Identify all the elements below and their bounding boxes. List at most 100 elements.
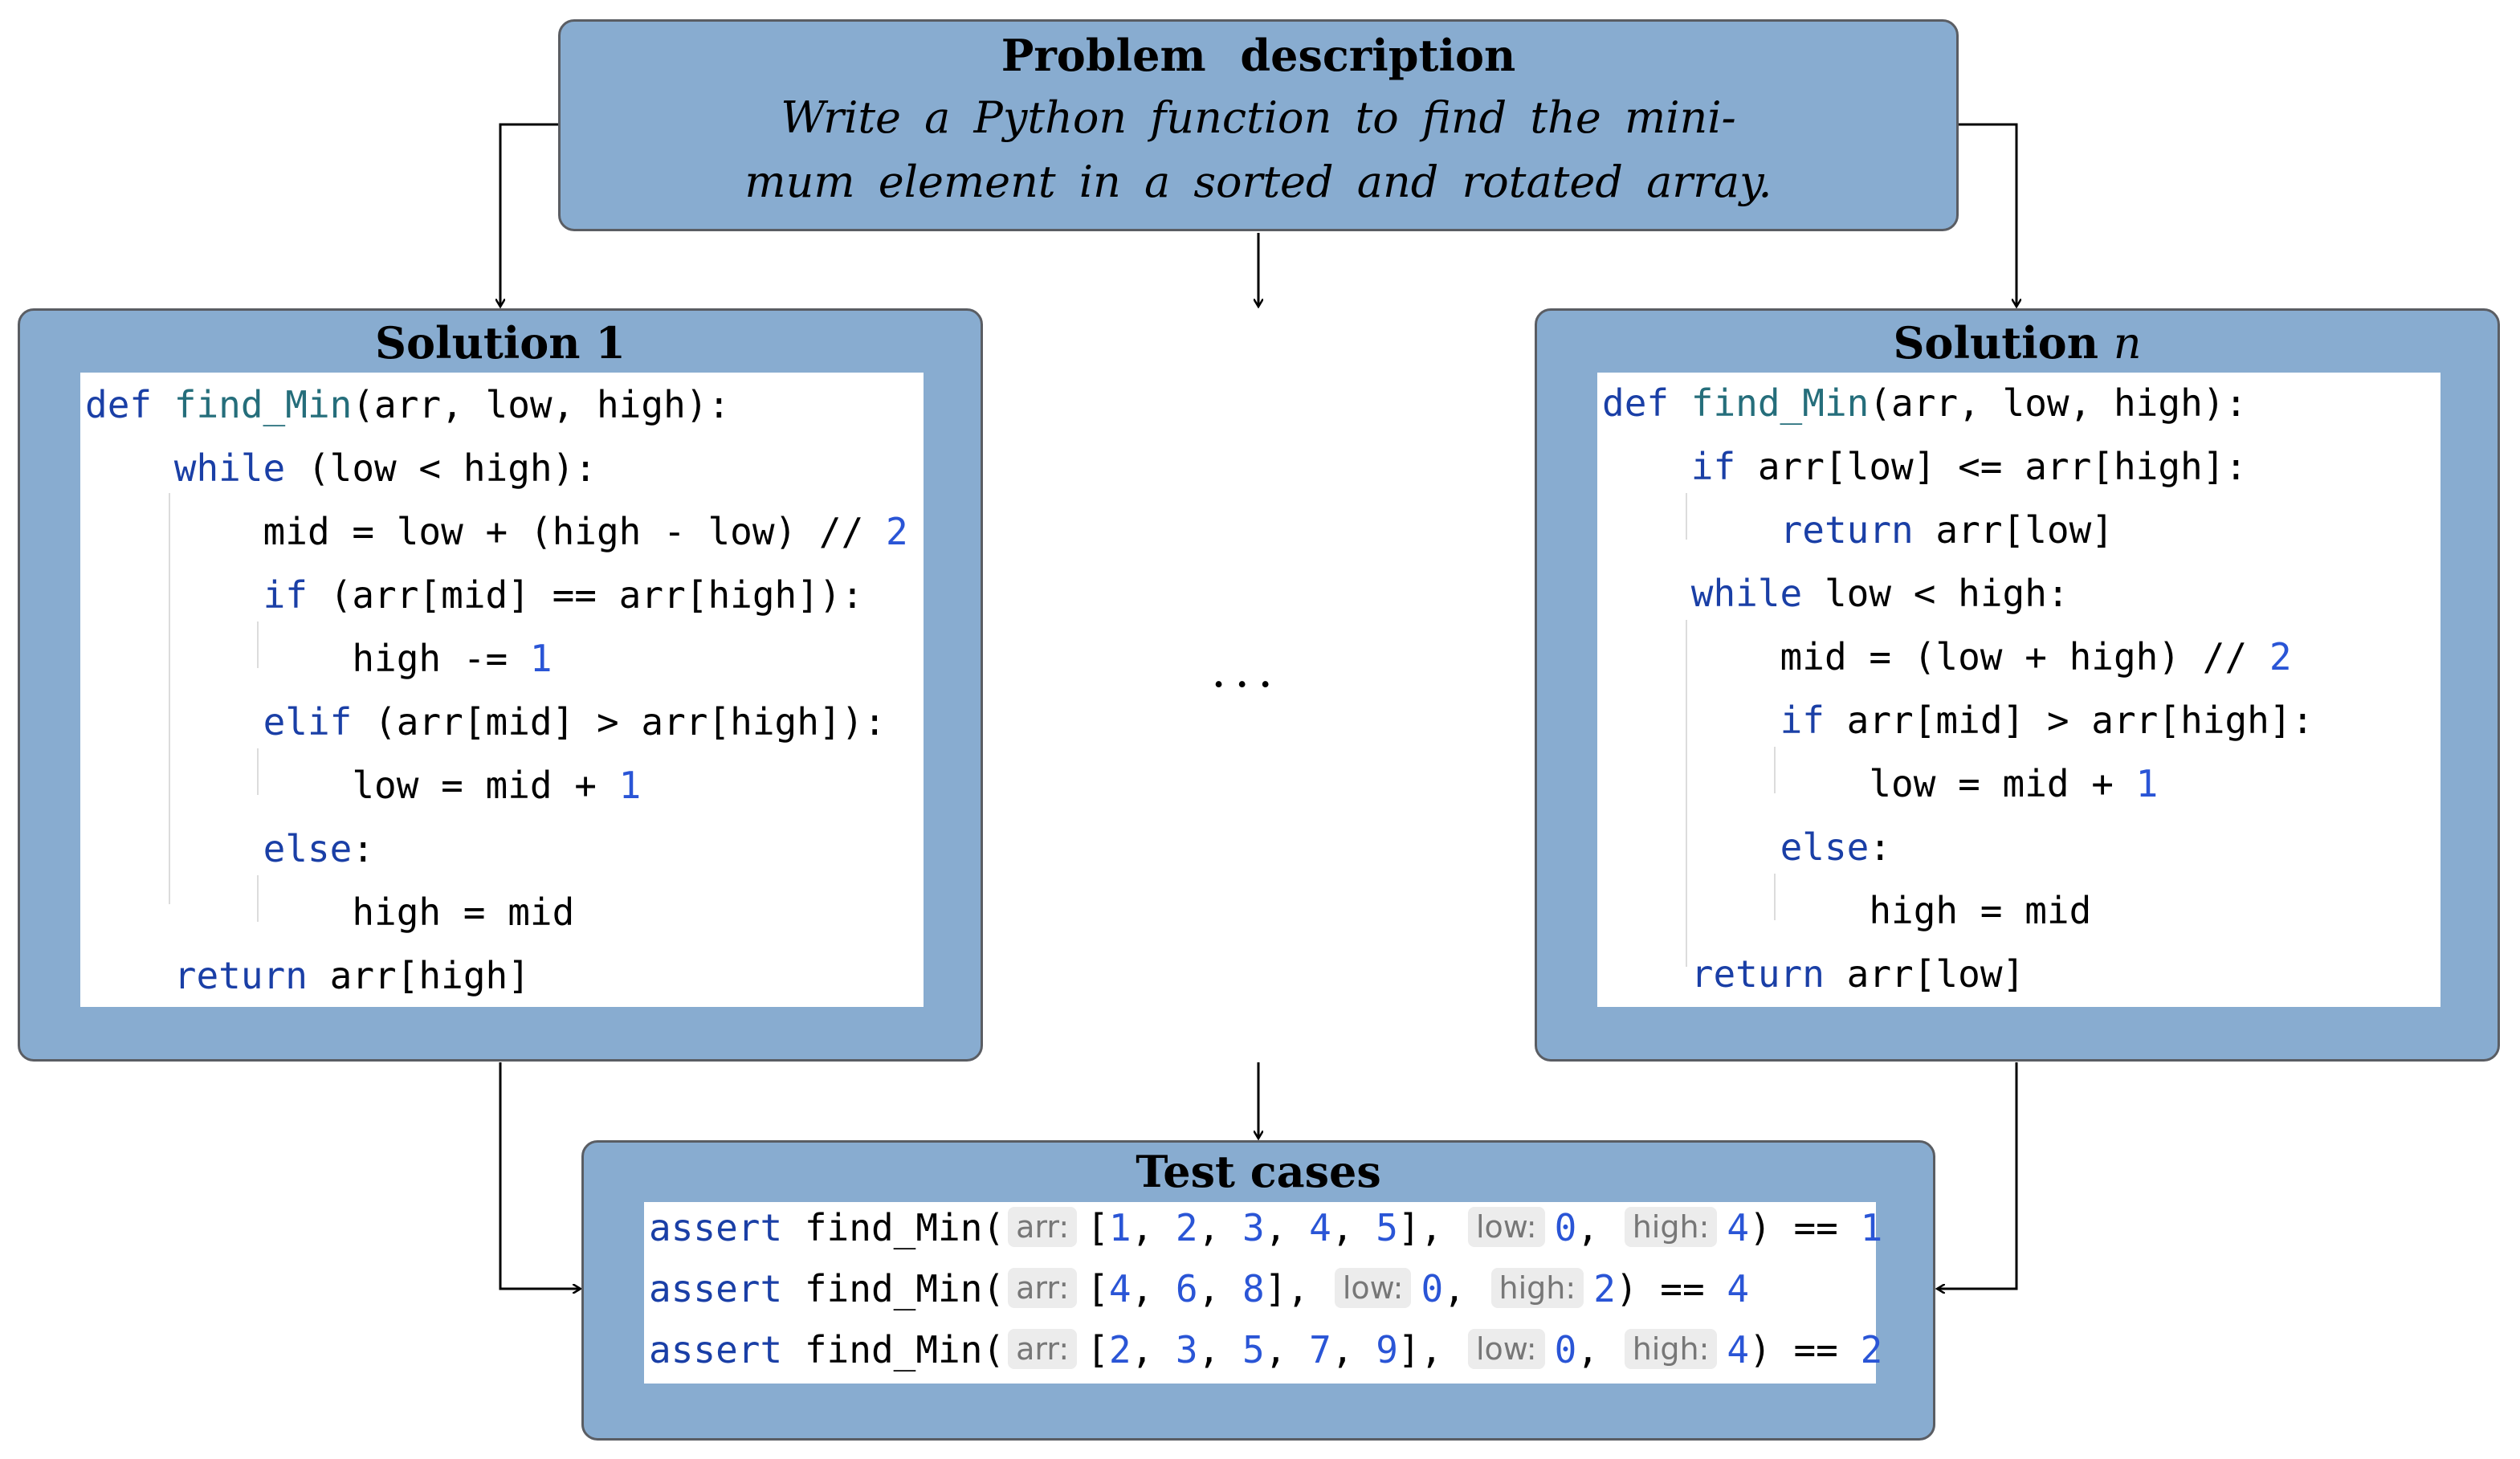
arrow-solution-n-to-tests: [1937, 1062, 2018, 1289]
code-token: ,: [1331, 1328, 1376, 1371]
code-line: assert find_Min(arr:[2, 3, 5, 7, 9], low…: [649, 1326, 1882, 1374]
code-token: high = mid: [1602, 889, 2092, 932]
code-token: 2: [1593, 1267, 1616, 1310]
code-token: ,: [1131, 1206, 1176, 1249]
code-token: 0: [1554, 1328, 1577, 1371]
code-line: high = mid: [1602, 886, 2091, 935]
code-token: assert: [649, 1267, 783, 1310]
code-line: if arr[low] <= arr[high]:: [1602, 442, 2247, 491]
code-token: return: [173, 954, 308, 997]
code-token: def: [85, 383, 174, 426]
code-token: high -=: [85, 637, 530, 680]
code-token: ,: [1131, 1267, 1176, 1310]
code-token: arr[low] <= arr[high]:: [1735, 445, 2248, 488]
code-token: ) ==: [1749, 1328, 1861, 1371]
code-token: [: [1087, 1206, 1109, 1249]
code-token: ,: [1576, 1328, 1621, 1371]
code-token: [85, 827, 263, 870]
code-token: 5: [1376, 1206, 1398, 1249]
code-token: [: [1087, 1328, 1109, 1371]
code-token: def: [1602, 381, 1691, 425]
test-cases-code: assert find_Min(arr:[1, 2, 3, 4, 5], low…: [644, 1202, 1882, 1384]
code-token: 0: [1554, 1206, 1577, 1249]
solution-1-box: Solution 1 def find_Min(arr, low, high):…: [18, 308, 983, 1062]
code-line: return arr[high]: [85, 952, 530, 1000]
param-hint: arr:: [1008, 1329, 1078, 1369]
code-token: 2: [1860, 1328, 1883, 1371]
solution-n-box: Solution n def find_Min(arr, low, high):…: [1535, 308, 2500, 1062]
code-line: if arr[mid] > arr[high]:: [1602, 696, 2314, 744]
code-token: (arr[mid] == arr[high]):: [307, 573, 864, 617]
code-token: (arr[mid] > arr[high]):: [352, 700, 887, 744]
code-line: else:: [1602, 823, 1891, 871]
solution-1-code: def find_Min(arr, low, high): while (low…: [80, 373, 924, 1007]
indent-guide: [1686, 620, 1687, 967]
code-token: arr[high]: [307, 954, 530, 997]
ellipsis: ...: [1211, 642, 1282, 699]
param-hint: low:: [1468, 1329, 1545, 1369]
code-line: return arr[low]: [1602, 950, 2025, 998]
code-token: [1602, 572, 1691, 615]
code-line: def find_Min(arr, low, high):: [1602, 379, 2247, 427]
code-token: assert: [649, 1328, 783, 1371]
code-token: else: [1780, 825, 1870, 869]
code-token: arr[low]: [1913, 508, 2114, 552]
code-token: (arr, low, high):: [352, 383, 731, 426]
code-token: [1602, 952, 1691, 996]
code-token: 1: [618, 764, 642, 807]
code-token: if: [1690, 445, 1736, 488]
code-token: ) ==: [1615, 1267, 1727, 1310]
code-token: find_Min: [173, 383, 353, 426]
code-token: while: [1690, 572, 1803, 615]
code-token: 2: [2269, 635, 2292, 679]
code-token: mid = low + (high - low) //: [85, 510, 886, 553]
code-token: find_Min(: [782, 1267, 1005, 1310]
code-token: find_Min(: [782, 1206, 1005, 1249]
code-token: 2: [886, 510, 908, 553]
code-line: while (low < high):: [85, 444, 597, 492]
code-token: ,: [1197, 1267, 1243, 1310]
code-token: 7: [1309, 1328, 1331, 1371]
test-cases-box: Test cases assert find_Min(arr:[1, 2, 3,…: [581, 1140, 1935, 1441]
solution-n-title-var: n: [2113, 318, 2142, 369]
problem-title: Problem description: [1001, 30, 1516, 81]
code-token: 4: [1309, 1206, 1331, 1249]
code-token: 1: [529, 637, 553, 680]
arrow-problem-to-solution-n: [1959, 123, 2016, 307]
indent-guide: [1774, 747, 1776, 793]
code-token: 8: [1242, 1267, 1265, 1310]
code-token: ],: [1264, 1267, 1331, 1310]
code-token: arr[mid] > arr[high]:: [1824, 699, 2314, 742]
param-hint: low:: [1468, 1207, 1545, 1247]
solution-n-title-prefix: Solution: [1893, 317, 2114, 369]
arrow-problem-to-solution1: [500, 123, 558, 307]
code-line: mid = (low + high) // 2: [1602, 633, 2292, 681]
code-token: [85, 446, 174, 490]
code-token: 2: [1108, 1328, 1132, 1371]
code-line: assert find_Min(arr:[4, 6, 8], low:0, hi…: [649, 1265, 1749, 1313]
code-token: while: [173, 446, 286, 490]
indent-guide: [169, 493, 170, 904]
indent-guide: [257, 622, 259, 668]
solution-n-title: Solution n: [1537, 317, 2498, 369]
code-token: [1602, 508, 1780, 552]
code-token: return: [1690, 952, 1825, 996]
code-token: ,: [1197, 1206, 1243, 1249]
code-token: low = mid +: [85, 764, 619, 807]
param-hint: arr:: [1008, 1268, 1078, 1308]
code-token: ,: [1131, 1328, 1176, 1371]
code-token: 4: [1727, 1206, 1750, 1249]
code-line: low = mid + 1: [1602, 760, 2158, 808]
code-token: ,: [1443, 1267, 1488, 1310]
code-token: [: [1087, 1267, 1109, 1310]
test-cases-title: Test cases: [1136, 1146, 1381, 1197]
code-token: (arr, low, high):: [1869, 381, 2248, 425]
code-token: 3: [1175, 1328, 1198, 1371]
code-token: 1: [1860, 1206, 1883, 1249]
code-token: ,: [1264, 1206, 1310, 1249]
code-token: [1602, 699, 1780, 742]
code-token: :: [352, 827, 375, 870]
problem-line-2: mum element in a sorted and rotated arra…: [744, 157, 1772, 207]
code-line: low = mid + 1: [85, 761, 641, 809]
